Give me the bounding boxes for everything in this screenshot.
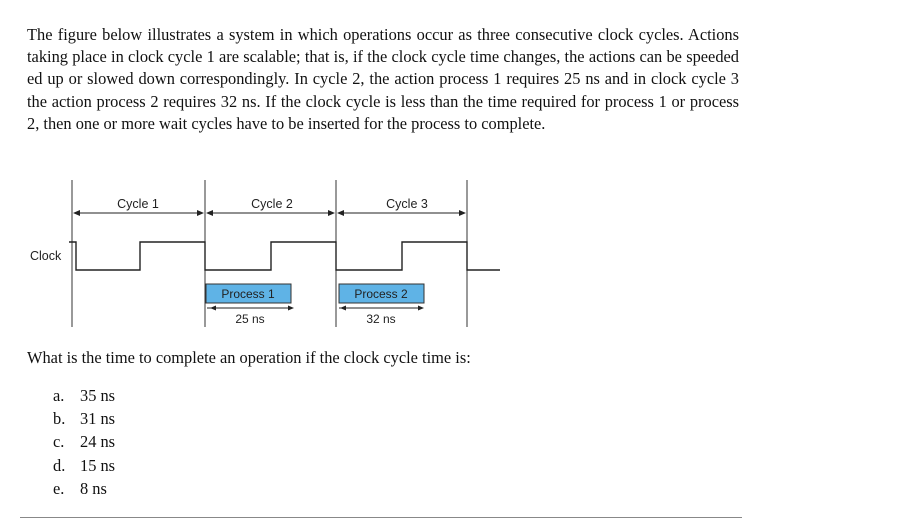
process-2-duration: 32 ns: [366, 312, 395, 326]
clock-label: Clock: [30, 249, 62, 263]
process-2-duration-arrow: [339, 305, 424, 311]
cycle-2-label: Cycle 2: [251, 197, 293, 211]
answer-options: a.35 ns b.31 ns c.24 ns d.15 ns e.8 ns: [53, 384, 115, 500]
process-2-label: Process 2: [354, 287, 408, 301]
cycle-1-arrow: [73, 210, 204, 216]
cycle-3-arrow: [337, 210, 466, 216]
option-c: c.24 ns: [53, 432, 116, 452]
question-text: What is the time to complete an operatio…: [27, 348, 471, 367]
clock-timing-diagram: Cycle 1 Cycle 2 Cycle 3 Clock Process 1 …: [30, 180, 500, 327]
process-1-duration: 25 ns: [235, 312, 264, 326]
process-1-label: Process 1: [221, 287, 275, 301]
option-e: e.8 ns: [53, 478, 107, 498]
option-a: a.35 ns: [53, 386, 116, 405]
option-d: d.15 ns: [53, 455, 116, 475]
cycle-2-arrow: [206, 210, 335, 216]
option-b: b.31 ns: [53, 409, 116, 429]
process-1-box: Process 1: [205, 283, 292, 304]
cycle-1-label: Cycle 1: [117, 197, 159, 211]
problem-intro: The figure below illustrates a system in…: [27, 25, 739, 133]
clock-waveform: [69, 241, 500, 271]
process-2-box: Process 2: [338, 283, 425, 304]
process-1-duration-arrow: [207, 305, 294, 311]
bottom-divider: [20, 517, 742, 518]
cycle-3-label: Cycle 3: [386, 197, 428, 211]
